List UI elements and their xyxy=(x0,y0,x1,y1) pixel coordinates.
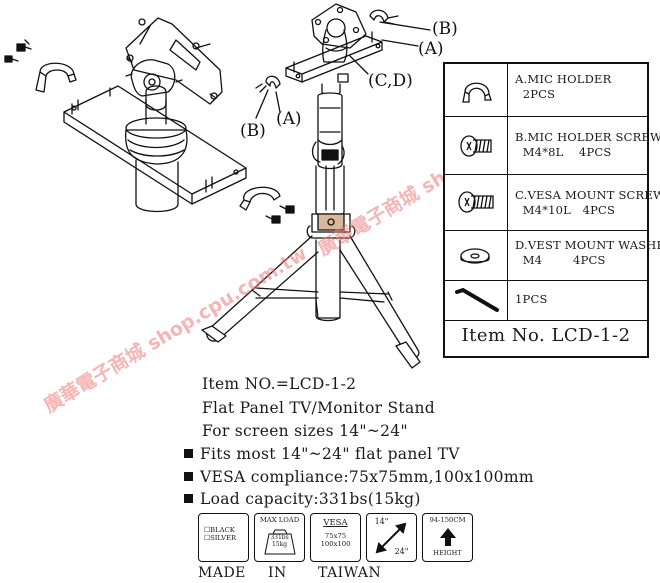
height-badge: 94-150CM HEIGHT xyxy=(422,513,473,562)
loose-screw-lower-icon xyxy=(265,205,295,224)
callout-b-top: (B) xyxy=(432,19,458,39)
spec-bullet: Load capacity:331bs(15kg) xyxy=(184,490,421,508)
color-badge: ☐BLACK ☐SILVER xyxy=(198,513,249,562)
tripod-stand xyxy=(201,3,421,369)
parts-table: A.MIC HOLDER 2PCS B.MIC HOLDER SCREW M4*… xyxy=(443,62,660,358)
mic-holder-clip-icon xyxy=(35,62,77,93)
spec-screen-sizes: For screen sizes 14"~24" xyxy=(202,422,408,440)
country: TAIWAN xyxy=(318,565,382,581)
vesa-line1: 75x75 xyxy=(324,532,347,540)
in-word: IN xyxy=(268,565,287,581)
mic-holder-clip-lower-icon xyxy=(239,186,281,211)
parts-row: A.MIC HOLDER 2PCS xyxy=(445,64,647,117)
bullet-icon xyxy=(184,472,193,481)
parts-row: C.VESA MOUNT SCREW M4*10L 4PCS xyxy=(445,174,660,231)
callout-cd: (C,D) xyxy=(368,71,413,91)
part-b-text: B.MIC HOLDER SCREW M4*8L 4PCS xyxy=(515,130,660,159)
max-load-value-kg: 15kg xyxy=(271,541,288,548)
part-e-text: 1PCS xyxy=(515,292,548,306)
size-min: 14" xyxy=(374,517,389,526)
max-load-value: 331bs xyxy=(270,534,289,541)
bullet-icon xyxy=(184,449,193,458)
exploded-top-assembly xyxy=(4,17,295,224)
mic-holder-icon xyxy=(445,64,508,116)
item-number: Item NO.=LCD-1-2 xyxy=(202,375,357,393)
callout-b-left: (B) xyxy=(240,121,266,141)
parts-row: 1PCS xyxy=(445,280,647,321)
scale-icon xyxy=(264,529,296,555)
bullet-icon xyxy=(184,494,193,503)
diagonal-arrow-icon xyxy=(375,522,407,554)
checkbox-icon: ☐ xyxy=(204,533,211,542)
parts-row: D.VEST MOUNT WASHER M4 4PCS xyxy=(445,230,660,281)
washer-icon xyxy=(445,230,508,280)
vesa-badge: VESA 75x75 100x100 xyxy=(310,513,361,562)
callout-leaders xyxy=(255,21,431,119)
mic-holder-screw-icon xyxy=(445,116,508,174)
made-word: MADE xyxy=(198,565,246,581)
vesa-line2: 100x100 xyxy=(320,540,351,548)
up-arrow-icon xyxy=(440,528,456,546)
spec-bullet: VESA compliance:75x75mm,100x100mm xyxy=(184,468,534,486)
parts-row: B.MIC HOLDER SCREW M4*8L 4PCS xyxy=(445,116,660,175)
color-silver: SILVER xyxy=(210,533,237,542)
item-number-box: Item No. LCD-1-2 xyxy=(461,325,631,346)
hex-key-icon xyxy=(445,280,508,320)
checkbox-icon: ☐ xyxy=(204,526,211,534)
part-a-text: A.MIC HOLDER 2PCS xyxy=(515,72,612,101)
callout-a-left: (A) xyxy=(276,109,302,129)
screen-size-badge: 14" 24" xyxy=(366,513,417,562)
part-c-text: C.VESA MOUNT SCREW M4*10L 4PCS xyxy=(515,188,660,217)
callout-a-top: (A) xyxy=(418,39,444,59)
vesa-mount-screw-icon xyxy=(445,174,508,230)
spec-bullet: Fits most 14"~24" flat panel TV xyxy=(184,445,460,463)
size-max: 24" xyxy=(394,547,409,556)
color-black: BLACK xyxy=(210,526,235,534)
loose-screw-icon xyxy=(4,39,32,63)
vesa-title: VESA xyxy=(323,518,348,528)
height-range: 94-150CM xyxy=(429,516,466,524)
part-d-text: D.VEST MOUNT WASHER M4 4PCS xyxy=(515,238,660,267)
max-load-title: MAX LOAD xyxy=(259,516,300,524)
spec-title: Flat Panel TV/Monitor Stand xyxy=(202,399,436,417)
height-label: HEIGHT xyxy=(433,549,462,557)
max-load-badge: MAX LOAD 331bs 15kg xyxy=(254,513,305,562)
